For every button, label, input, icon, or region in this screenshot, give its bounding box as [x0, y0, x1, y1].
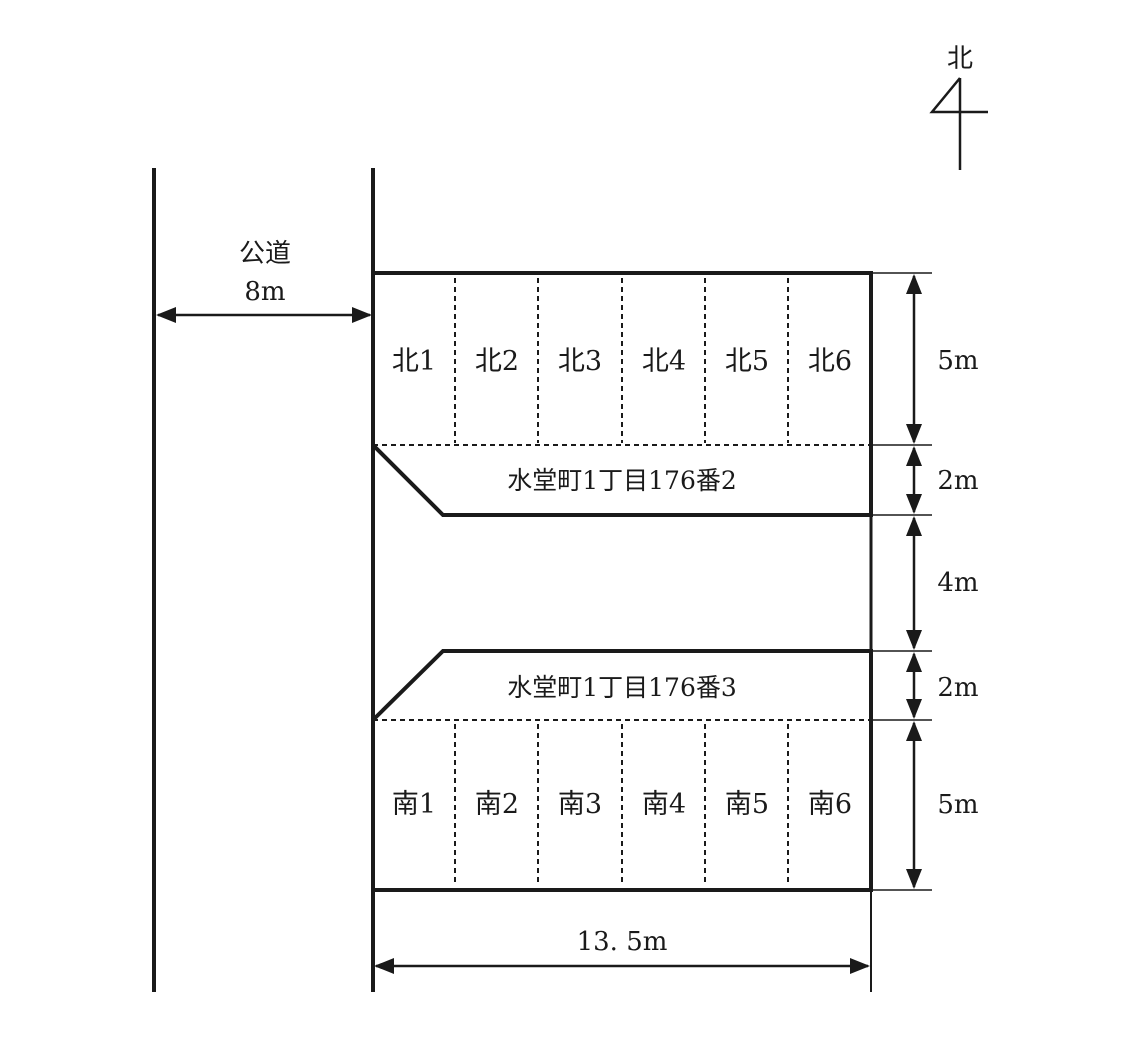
road-name: 公道 — [239, 239, 291, 269]
spot-south-4: 南4 — [642, 789, 686, 820]
road-width: 8m — [244, 277, 285, 307]
spot-south-6: 南6 — [808, 789, 852, 820]
spot-north-4: 北4 — [642, 346, 686, 377]
north-block — [371, 271, 873, 517]
spot-south-3: 南3 — [558, 789, 602, 820]
spot-north-3: 北3 — [558, 346, 602, 377]
spot-north-1: 北1 — [392, 346, 436, 377]
north-arrow-icon — [929, 77, 988, 170]
dim-north-lot: 2m — [937, 466, 978, 496]
dim-south-lot: 2m — [937, 673, 978, 703]
dim-north-depth: 5m — [937, 346, 978, 376]
dim-gap: 4m — [937, 568, 978, 598]
dim-width: 13. 5m — [577, 927, 668, 957]
dim-south-depth: 5m — [937, 790, 978, 820]
lot-north-label: 水堂町1丁目176番2 — [507, 466, 737, 495]
spot-south-2: 南2 — [475, 789, 519, 820]
compass-label: 北 — [947, 44, 973, 74]
spot-north-5: 北5 — [725, 346, 769, 377]
spot-south-5: 南5 — [725, 789, 769, 820]
spot-north-2: 北2 — [475, 346, 519, 377]
lot-south-label: 水堂町1丁目176番3 — [507, 673, 737, 702]
spot-north-6: 北6 — [808, 346, 852, 377]
spot-south-1: 南1 — [392, 789, 436, 820]
vertical-dimensions — [871, 272, 932, 891]
south-block — [371, 649, 873, 892]
